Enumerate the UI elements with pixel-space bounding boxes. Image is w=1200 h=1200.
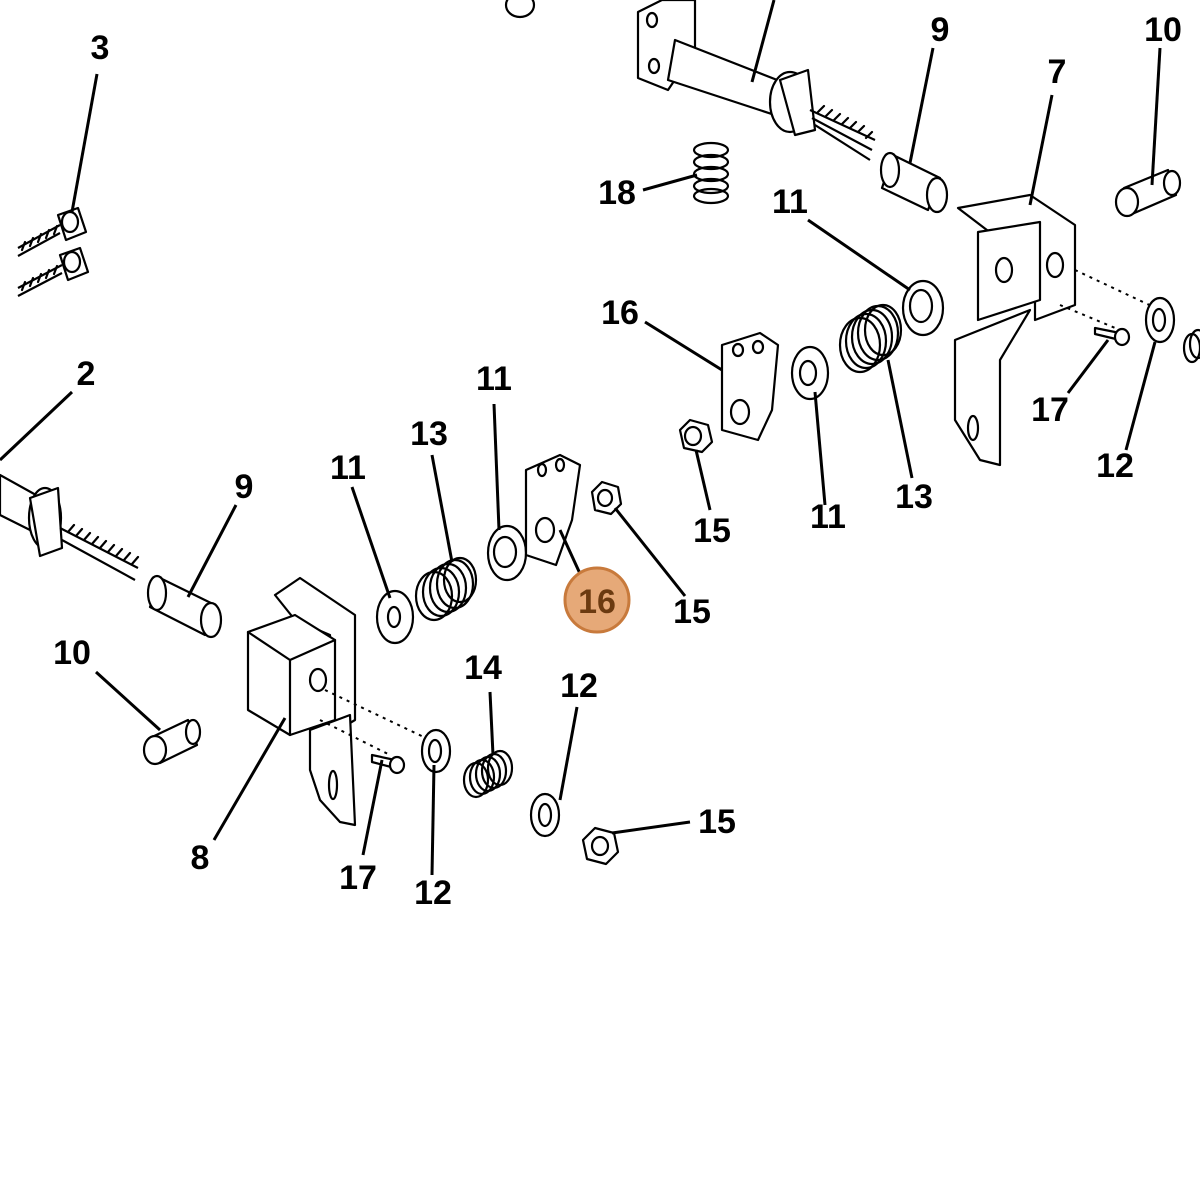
spring-18 — [692, 141, 730, 205]
bolt-2 — [0, 473, 140, 581]
washer-11-upper — [901, 279, 945, 337]
callout-14: 14 — [464, 649, 502, 687]
callout-12-lower-right: 12 — [560, 667, 598, 705]
callout-11-lower-mid: 11 — [476, 360, 512, 398]
callout-15-bottom: 15 — [698, 803, 736, 841]
washer-11-lower-mid — [486, 524, 528, 582]
washer-12-right — [1144, 296, 1176, 344]
washer-11-mid-right — [790, 345, 830, 401]
bushing-pin-top — [879, 151, 949, 214]
leader-lines — [0, 0, 1162, 876]
pin-17-lower — [370, 753, 406, 775]
top-bracket-bolt — [504, 0, 876, 161]
plate-16-upper — [720, 331, 780, 442]
highlight-circle — [563, 566, 631, 634]
bushing-pin-lower — [146, 574, 223, 639]
callout-labels: 3 2 9 10 8 17 12 11 13 11 14 12 15 15 16… — [53, 11, 1182, 912]
callout-18: 18 — [598, 174, 636, 212]
callout-3: 3 — [91, 29, 110, 67]
callout-11-mid-right: 11 — [810, 498, 846, 536]
washer-12-lower-left — [420, 728, 452, 774]
callout-10-upper: 10 — [1144, 11, 1182, 49]
spring-14 — [462, 749, 514, 799]
bracket-8 — [246, 576, 357, 827]
callout-9-upper: 9 — [931, 11, 950, 49]
callout-10-lower: 10 — [53, 634, 91, 672]
bracket-7 — [953, 193, 1077, 467]
callout-16-highlighted: 16 — [578, 583, 616, 621]
nut-15-bottom — [581, 826, 620, 866]
axis-line-right — [1059, 269, 1161, 331]
collar-top — [1114, 168, 1182, 218]
collar-lower — [142, 718, 202, 766]
callout-17-lower: 17 — [339, 859, 377, 897]
callout-7: 7 — [1048, 53, 1067, 91]
callout-8: 8 — [191, 839, 210, 877]
washer-12-lower-right — [529, 792, 561, 838]
callout-11-lower-left: 11 — [330, 449, 366, 487]
callout-11-upper: 11 — [772, 183, 808, 221]
callout-2: 2 — [77, 355, 96, 393]
callout-16-upper: 16 — [601, 294, 639, 332]
nut-15-lower-mid — [590, 480, 623, 516]
callout-13-upper: 13 — [895, 478, 933, 516]
callout-12-right: 12 — [1096, 447, 1134, 485]
pin-17-right — [1093, 326, 1131, 347]
spring-13-lower — [414, 556, 478, 622]
screws-3 — [17, 206, 90, 297]
spring-right-edge — [1182, 328, 1200, 364]
washer-11-lower-left — [375, 589, 415, 645]
callout-15-mid: 15 — [693, 512, 731, 550]
callout-15-lower-mid: 15 — [673, 593, 711, 631]
callout-13-lower: 13 — [410, 415, 448, 453]
callout-17-right: 17 — [1031, 391, 1069, 429]
callout-12-lower-left: 12 — [414, 874, 452, 912]
nut-15-mid — [678, 418, 714, 454]
spring-13-upper — [838, 303, 903, 374]
callout-9-lower: 9 — [235, 468, 254, 506]
highlighted-callout-16[interactable]: 16 — [563, 566, 631, 634]
axis-line-left — [319, 689, 431, 756]
plate-16-lower — [524, 453, 582, 567]
